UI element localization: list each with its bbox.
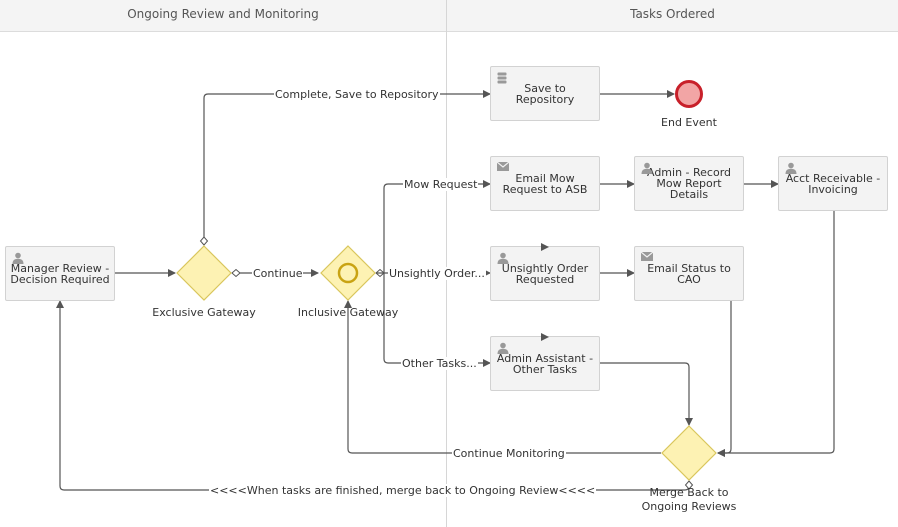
flow-label-mow-request: Mow Request — [403, 178, 479, 191]
merge-gateway-label: Merge Back to Ongoing Reviews — [641, 486, 737, 513]
exclusive-gateway-label: Exclusive Gateway — [152, 306, 256, 319]
flow-assistant-to-merge — [600, 362, 693, 426]
flow-label-continue-monitoring: Continue Monitoring — [452, 447, 566, 460]
exclusive-gateway — [176, 245, 232, 301]
user-icon — [785, 162, 797, 174]
flow-merge-back — [56, 300, 694, 491]
merge-gateway — [661, 425, 717, 481]
database-icon — [497, 72, 507, 84]
task-label: Admin - Record Mow Report Details — [646, 166, 732, 201]
user-icon — [12, 252, 24, 264]
task-label: Manager Review - Decision Required — [10, 261, 110, 286]
user-icon — [497, 252, 509, 264]
inclusive-gateway-label: Inclusive Gateway — [297, 306, 399, 319]
user-icon — [641, 162, 653, 174]
flow-complete-save — [199, 90, 491, 246]
flow-acct-to-merge — [717, 211, 835, 457]
task-label: Admin Assistant - Other Tasks — [496, 351, 594, 376]
task-label: Acct Receivable - Invoicing — [785, 171, 881, 196]
task-label: Save to Repository — [515, 81, 575, 106]
flow-label-other-tasks: Other Tasks... — [401, 357, 478, 370]
flow-mow-request — [375, 180, 491, 278]
inclusive-gateway-marker — [337, 262, 359, 284]
envelope-icon — [641, 252, 653, 261]
task-admin-record[interactable]: Admin - Record Mow Report Details — [634, 156, 744, 211]
end-event — [675, 80, 703, 108]
flow-email-to-merge — [717, 301, 732, 457]
play-marker-icon — [541, 243, 549, 251]
flow-label-unsightly: Unsightly Order... — [388, 267, 486, 280]
user-icon — [497, 342, 509, 354]
envelope-icon — [497, 162, 509, 171]
flow-label-continue: Continue — [252, 267, 304, 280]
lane-header-ongoing-review: Ongoing Review and Monitoring — [0, 0, 446, 32]
task-email-mow-request[interactable]: Email Mow Request to ASB — [490, 156, 600, 211]
inclusive-gateway — [320, 245, 376, 301]
play-marker-icon — [541, 333, 549, 341]
lane-header-tasks-ordered: Tasks Ordered — [447, 0, 898, 32]
flow-label-complete: Complete, Save to Repository — [274, 88, 440, 101]
task-unsightly-order[interactable]: Unsightly Order Requested — [490, 243, 600, 301]
task-acct-receivable[interactable]: Acct Receivable - Invoicing — [778, 156, 888, 211]
flow-label-merge-back: <<<<When tasks are finished, merge back … — [209, 484, 597, 497]
end-event-label: End Event — [661, 116, 717, 129]
task-label: Email Mow Request to ASB — [502, 171, 588, 196]
task-save-to-repository[interactable]: Save to Repository — [490, 66, 600, 121]
task-admin-assistant[interactable]: Admin Assistant - Other Tasks — [490, 333, 600, 391]
task-label: Unsightly Order Requested — [501, 261, 589, 286]
task-email-status[interactable]: Email Status to CAO — [634, 246, 744, 301]
task-manager-review[interactable]: Manager Review - Decision Required — [5, 246, 115, 301]
task-label: Email Status to CAO — [647, 261, 731, 286]
